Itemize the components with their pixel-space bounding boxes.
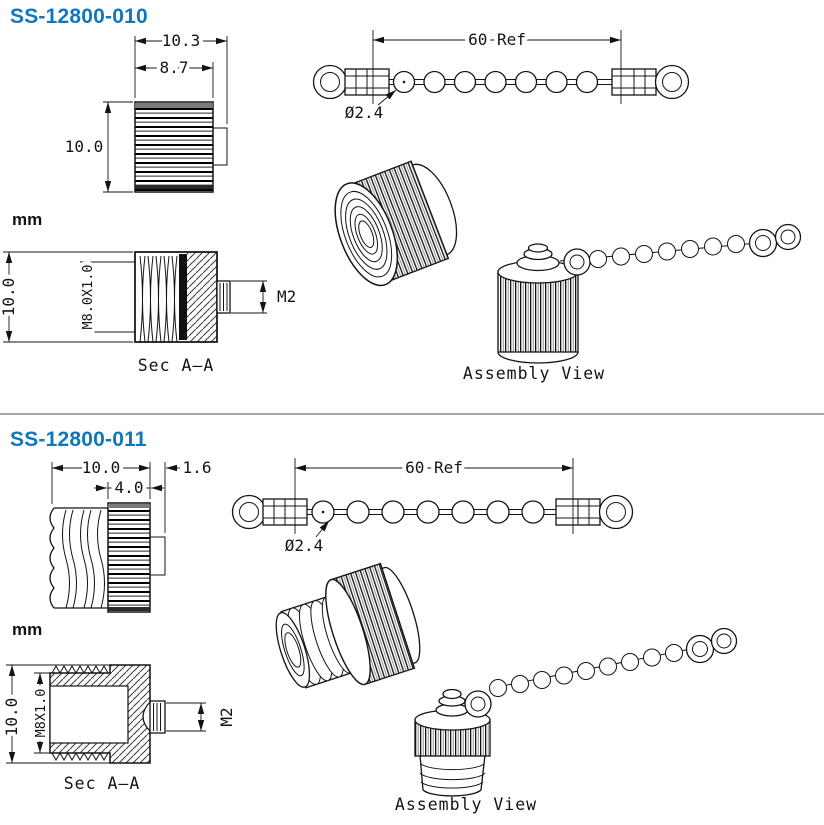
chain-drawing: 60 Ref Ø2.4 [231, 454, 634, 555]
section-view-drawing: M2 10.0 M8.0X1.0 Sec A–A [0, 251, 296, 375]
assembly-view-caption: Assembly View [463, 364, 605, 383]
section-view-caption: Sec A–A [138, 356, 215, 375]
dim-bead-diameter: Ø2.4 [345, 103, 384, 122]
unit-label-mm-1: mm [12, 210, 43, 229]
dim-front-body-width: 8.7 [160, 58, 189, 77]
part-number-title-011: SS-12800-011 [10, 428, 147, 451]
side-view-drawing: 10.0 4.0 1.6 [49, 454, 212, 613]
dim-external-thread: M8X1.0 [33, 689, 49, 738]
drawing-area-ss-12800-010: 10.3 8.7 10.0 60 Ref [0, 26, 802, 383]
section-view-caption: Sec A–A [64, 774, 141, 793]
dim-stud-thread: M2 [277, 287, 296, 306]
assembly-view-drawing: Assembly View [463, 223, 802, 383]
part-number-title-010: SS-12800-010 [10, 5, 148, 28]
dim-side-overall-width: 10.0 [82, 458, 121, 477]
dim-stud-thread: M2 [217, 707, 236, 726]
section-divider [0, 413, 824, 415]
dim-section-height: 10.0 [0, 278, 18, 317]
drawing-area-ss-12800-011: 10.0 4.0 1.6 [0, 454, 738, 814]
cap-3d-view [334, 160, 458, 287]
dim-chain-length: 60 Ref [468, 30, 526, 49]
dim-front-height: 10.0 [65, 137, 104, 156]
dim-chain-length: 60 Ref [405, 458, 463, 477]
dim-bead-diameter: Ø2.4 [285, 536, 324, 555]
assembly-view-caption: Assembly View [395, 795, 537, 814]
front-view-drawing: 10.3 8.7 10.0 [65, 27, 228, 193]
unit-label-mm-2: mm [12, 620, 43, 639]
dim-knurl-width: 4.0 [115, 478, 144, 497]
dim-front-overall-width: 10.3 [162, 31, 201, 50]
dim-internal-thread: M8.0X1.0 [80, 264, 96, 329]
chain-drawing: 60 Ref Ø2.4 [312, 26, 690, 122]
dim-section-height: 10.0 [2, 698, 21, 737]
section-view-drawing: M2 10.0 M8X1.0 Sec A–A [0, 664, 236, 793]
dim-boss-length: 1.6 [183, 458, 212, 477]
plug-3d-view [275, 562, 421, 689]
assembly-view-drawing: Assembly View [395, 627, 738, 814]
